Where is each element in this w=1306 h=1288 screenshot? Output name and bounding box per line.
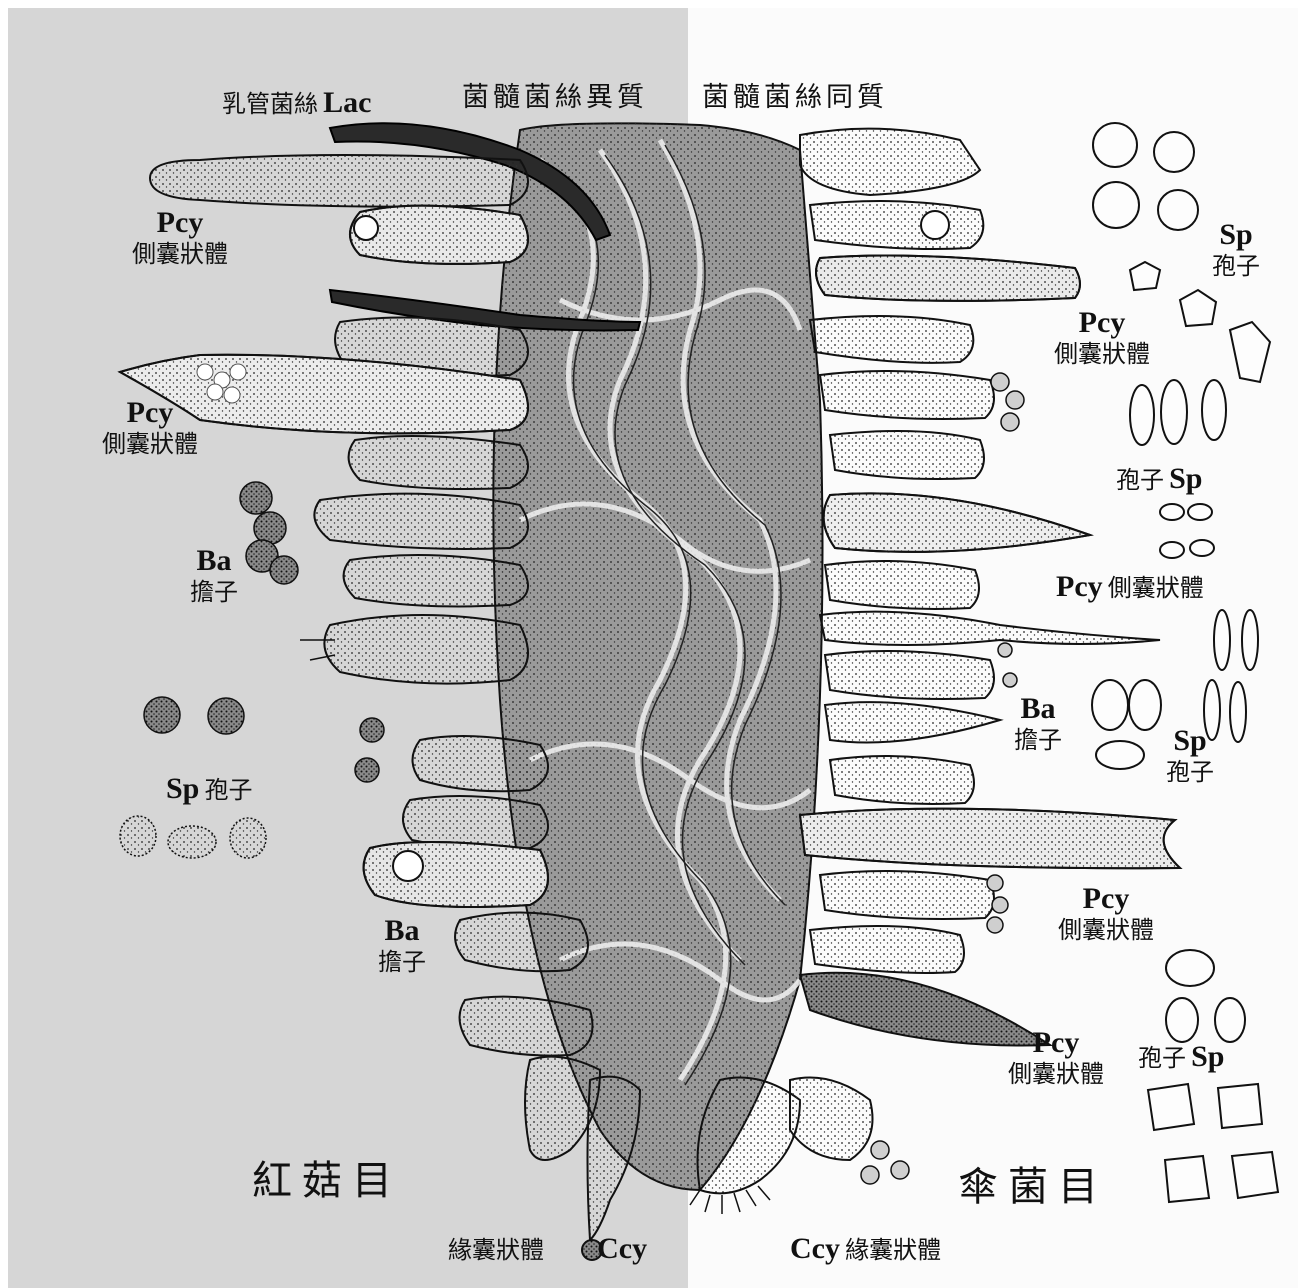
ccy-label-right: Ccy 緣囊狀體 xyxy=(790,1232,941,1267)
right-pcy-zh-2: 側囊狀體 xyxy=(1108,574,1204,602)
right-sp-zh-4: 孢子 xyxy=(1138,1044,1186,1072)
lac-label-zh: 乳管菌絲 xyxy=(222,90,318,118)
right-sp-abbr-2: Sp xyxy=(1169,462,1202,495)
right-pcy-label-2: Pcy 側囊狀體 xyxy=(1056,570,1204,605)
right-pcy-label-3: Pcy 側囊狀體 xyxy=(1044,882,1168,944)
right-sp-label-2: 孢子 Sp xyxy=(1116,462,1202,497)
right-pcy-abbr-3: Pcy xyxy=(1044,882,1168,917)
right-ba-zh: 擔子 xyxy=(1006,727,1070,755)
left-ba-abbr-2: Ba xyxy=(372,914,432,949)
ccy-left-zh: 緣囊狀體 xyxy=(448,1236,544,1264)
right-pcy-abbr-2: Pcy xyxy=(1056,570,1103,603)
trama-homogeneous-label: 菌髓菌絲同質 xyxy=(702,82,888,113)
left-pcy-zh-2: 側囊狀體 xyxy=(88,431,212,459)
order-agaricales-label: 傘菌目 xyxy=(958,1164,1108,1210)
trama-heterogeneous-label: 菌髓菌絲異質 xyxy=(462,82,648,113)
right-sp-label-1: Sp 孢子 xyxy=(1200,218,1272,280)
left-pcy-abbr-2: Pcy xyxy=(88,396,212,431)
right-ba-abbr: Ba xyxy=(1006,692,1070,727)
ccy-left-abbr: Ccy xyxy=(597,1232,647,1265)
right-sp-zh-2: 孢子 xyxy=(1116,466,1164,494)
lac-label: 乳管菌絲 Lac xyxy=(222,86,371,121)
right-pcy-zh-3: 側囊狀體 xyxy=(1044,917,1168,945)
right-pcy-label-1: Pcy 側囊狀體 xyxy=(1040,306,1164,368)
left-pcy-label-2: Pcy 側囊狀體 xyxy=(88,396,212,458)
right-ba-label: Ba 擔子 xyxy=(1006,692,1070,754)
ccy-label-left: 緣囊狀體 Ccy xyxy=(448,1232,647,1267)
left-pcy-label-1: Pcy 側囊狀體 xyxy=(118,206,242,268)
right-sp-label-4: 孢子 Sp xyxy=(1138,1040,1224,1075)
right-sp-abbr-1: Sp xyxy=(1200,218,1272,253)
lac-label-abbr: Lac xyxy=(323,86,371,119)
ccy-right-zh: 緣囊狀體 xyxy=(845,1236,941,1264)
left-pcy-zh-1: 側囊狀體 xyxy=(118,241,242,269)
right-pcy-label-4: Pcy 側囊狀體 xyxy=(994,1026,1118,1088)
right-sp-label-3: Sp 孢子 xyxy=(1154,724,1226,786)
ccy-right-abbr: Ccy xyxy=(790,1232,840,1265)
left-ba-zh-2: 擔子 xyxy=(372,949,432,977)
order-russulales-label: 紅菇目 xyxy=(252,1158,402,1204)
right-pcy-abbr-4: Pcy xyxy=(994,1026,1118,1061)
right-sp-abbr-4: Sp xyxy=(1191,1040,1224,1073)
left-ba-zh-1: 擔子 xyxy=(184,579,244,607)
right-sp-zh-1: 孢子 xyxy=(1200,253,1272,281)
left-pcy-abbr-1: Pcy xyxy=(118,206,242,241)
right-pcy-abbr-1: Pcy xyxy=(1040,306,1164,341)
right-sp-zh-3: 孢子 xyxy=(1154,759,1226,787)
left-sp-zh: 孢子 xyxy=(204,776,252,804)
left-sp-label: Sp 孢子 xyxy=(166,772,252,807)
left-ba-abbr-1: Ba xyxy=(184,544,244,579)
left-ba-label-1: Ba 擔子 xyxy=(184,544,244,606)
left-sp-abbr: Sp xyxy=(166,772,199,805)
left-ba-label-2: Ba 擔子 xyxy=(372,914,432,976)
right-sp-abbr-3: Sp xyxy=(1154,724,1226,759)
right-pcy-zh-1: 側囊狀體 xyxy=(1040,341,1164,369)
right-pcy-zh-4: 側囊狀體 xyxy=(994,1061,1118,1089)
